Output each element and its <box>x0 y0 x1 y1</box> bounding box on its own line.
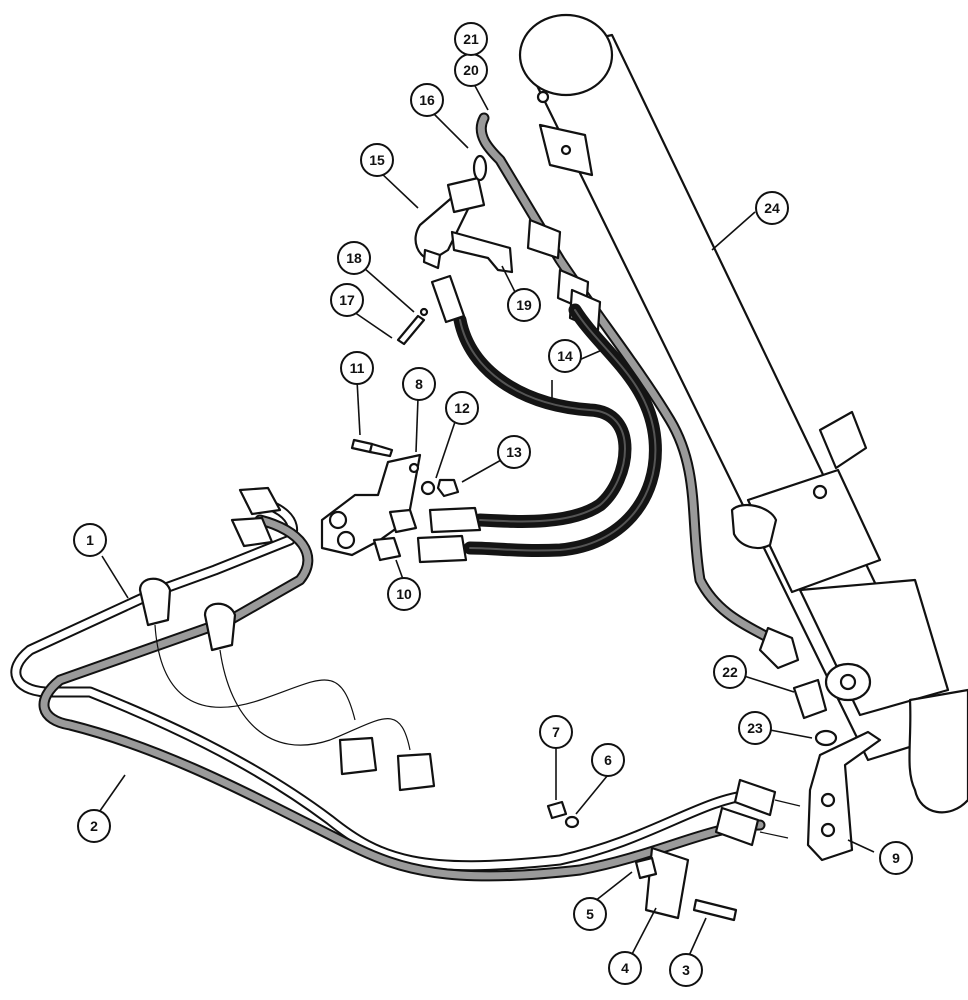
callout-20: 20 <box>454 53 488 87</box>
callout-10: 10 <box>387 577 421 611</box>
callout-17-label: 17 <box>339 292 355 308</box>
callout-11-label: 11 <box>350 360 365 376</box>
callout-17: 17 <box>330 283 364 317</box>
callout-16-label: 16 <box>419 92 435 108</box>
callout-2-label: 2 <box>90 818 98 834</box>
callout-16: 16 <box>410 83 444 117</box>
callout-13-label: 13 <box>506 444 522 460</box>
callout-5-label: 5 <box>586 906 594 922</box>
hydraulic-cylinder <box>518 13 968 814</box>
callout-6-label: 6 <box>604 752 612 768</box>
callout-13: 13 <box>497 435 531 469</box>
callout-15-label: 15 <box>369 152 385 168</box>
callout-8: 8 <box>402 367 436 401</box>
callout-22: 22 <box>713 655 747 689</box>
callout-9-label: 9 <box>892 850 900 866</box>
callout-21: 21 <box>454 22 488 56</box>
callout-19-label: 19 <box>516 297 532 313</box>
adapter-fitting <box>792 678 838 747</box>
lower-tube-assembly <box>10 486 801 882</box>
callout-18-label: 18 <box>346 250 362 266</box>
elbow-fitting <box>414 154 488 270</box>
callout-4: 4 <box>608 951 642 985</box>
callout-9: 9 <box>879 841 913 875</box>
callout-21-label: 21 <box>463 31 479 47</box>
callout-11: 11 <box>340 351 374 385</box>
callout-7: 7 <box>539 715 573 749</box>
clamp-bracket <box>396 230 514 346</box>
hydraulic-hoses <box>416 274 662 564</box>
callout-23-label: 23 <box>747 720 763 736</box>
callout-18: 18 <box>337 241 371 275</box>
mounting-bracket <box>320 438 460 562</box>
callout-8-label: 8 <box>415 376 423 392</box>
lower-clamp <box>546 800 738 922</box>
callout-15: 15 <box>360 143 394 177</box>
callout-1-label: 1 <box>86 532 94 548</box>
callout-12: 12 <box>445 391 479 425</box>
callout-2: 2 <box>77 809 111 843</box>
tube-bracket <box>806 730 882 862</box>
callout-10-label: 10 <box>396 586 412 602</box>
callout-19: 19 <box>507 288 541 322</box>
callout-6: 6 <box>591 743 625 777</box>
callout-7-label: 7 <box>552 724 560 740</box>
callout-12-label: 12 <box>454 400 470 416</box>
callout-14-label: 14 <box>557 348 573 364</box>
callout-24: 24 <box>755 191 789 225</box>
callout-4-label: 4 <box>621 960 629 976</box>
callout-23: 23 <box>738 711 772 745</box>
callout-3: 3 <box>669 953 703 987</box>
callout-1: 1 <box>73 523 107 557</box>
callout-14: 14 <box>548 339 582 373</box>
callout-22-label: 22 <box>722 664 738 680</box>
callout-20-label: 20 <box>463 62 479 78</box>
callout-24-label: 24 <box>764 200 780 216</box>
callout-3-label: 3 <box>682 962 690 978</box>
callout-5: 5 <box>573 897 607 931</box>
leader-lines <box>94 83 875 959</box>
